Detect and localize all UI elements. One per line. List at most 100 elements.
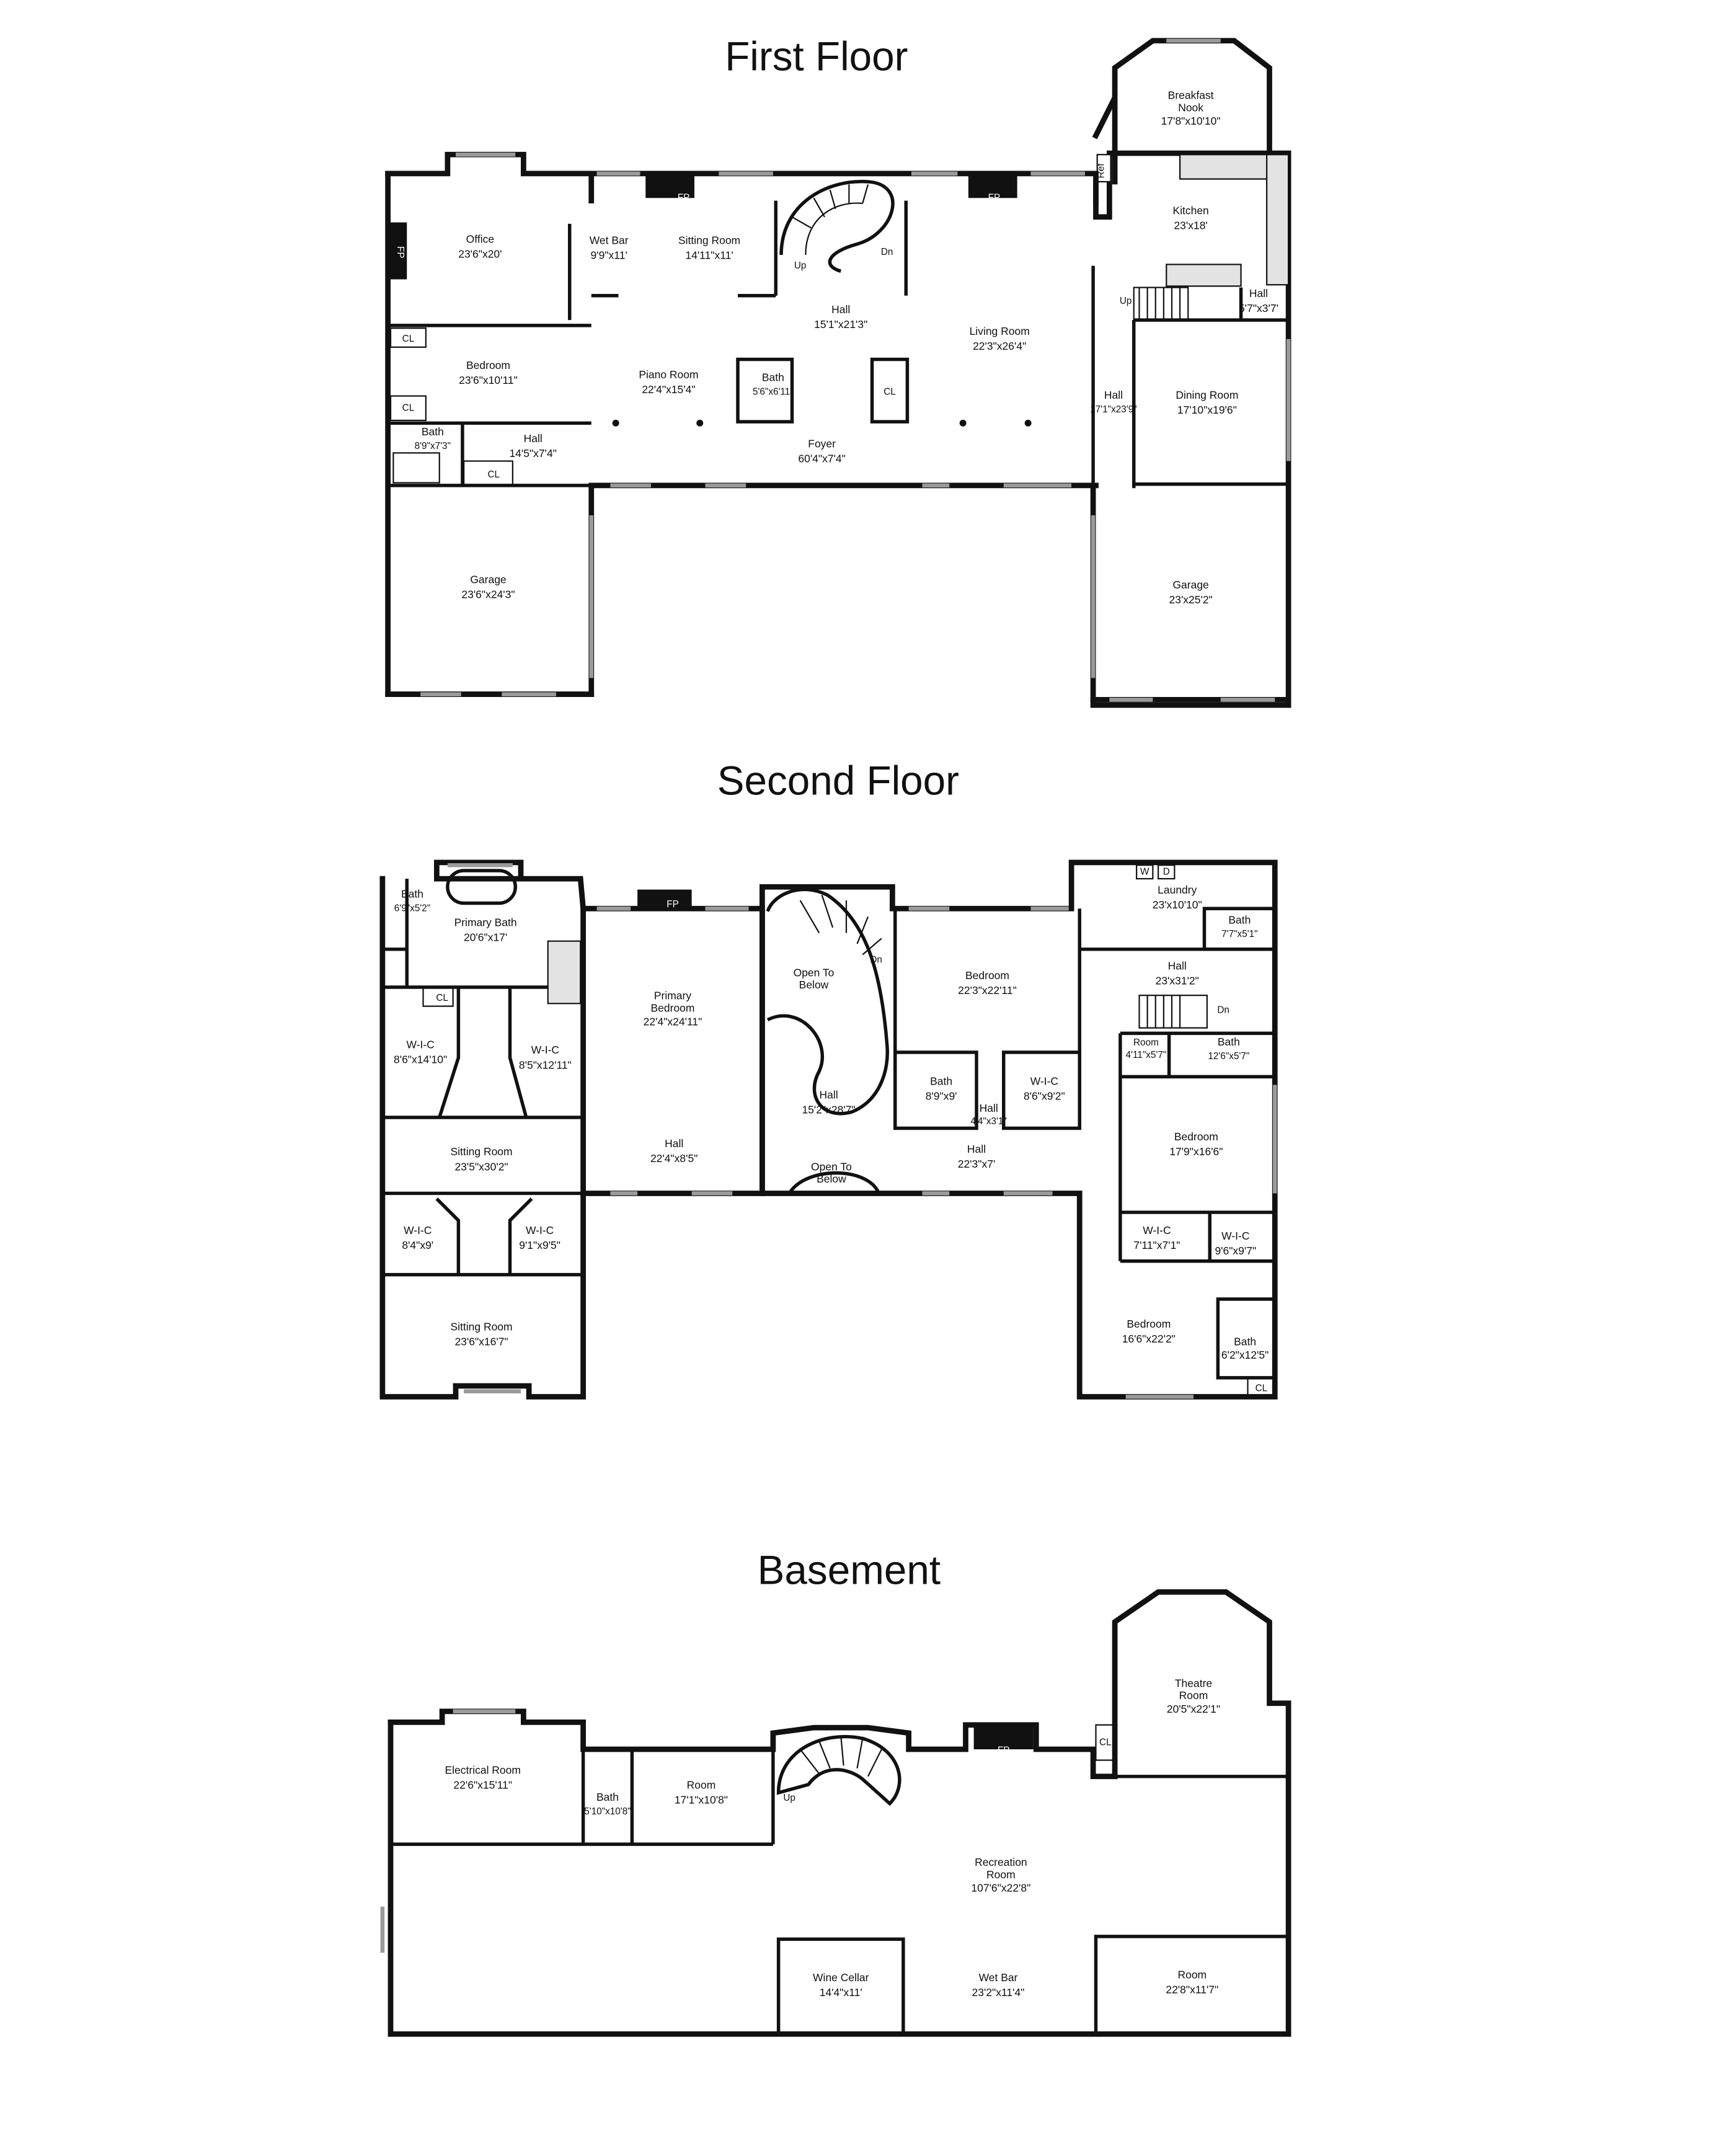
room-dim-bedroom-north: 22'3"x22'11" [958,984,1017,996]
room-dim-bedroom-east: 17'9"x16'6" [1169,1145,1223,1158]
room-name-hall: Hall [831,303,850,316]
room-dim-electrical: 22'6"x15'11" [453,1778,512,1791]
room-name-bedroom: Bedroom [466,359,510,371]
closet-label: CL [436,993,448,1003]
stair-down-label: Dn [881,247,893,257]
room-name-wet-bar: Wet Bar [979,1971,1018,1984]
room-dim-piano-room: 22'4"x15'4" [642,383,695,396]
kitchen-wall [1090,150,1291,708]
room-name-hall-small: Hall [980,1102,998,1114]
room-name-sitting-room: Sitting Room [678,234,740,247]
fp-label: FP [998,1746,1010,1756]
room-dim-bath: 5'10"x10'8" [584,1806,631,1817]
fp-label: FP [395,246,405,259]
room-dim-room-southeast: 22'8"x11'7" [1166,1984,1218,1996]
room-dim-wic: 8'4"x9' [402,1239,433,1251]
room-dim-office: 23'6"x20' [458,248,502,260]
room-dim-hall: 15'1"x21'3" [814,318,867,331]
room-dim-bath-hall: 12'6"x5'7" [1208,1051,1249,1062]
room-name-hall-west: Hall [524,432,542,445]
room-dim-kitchen: 23'x18' [1174,220,1207,232]
closet-label: CL [1256,1383,1268,1394]
room-name-sitting-room: Sitting Room [451,1145,513,1158]
room-name-bath-north: Bath [930,1075,952,1087]
room-dim-bedroom-southeast: 16'6"x22'2" [1122,1333,1176,1345]
stair-up-label: Up [1120,296,1132,306]
room-name-wic: W-I-C [1030,1075,1058,1087]
room-dim-theatre: 20'5"x22'1" [1167,1703,1220,1715]
room-dim-hall-west: 22'4"x8'5" [650,1152,698,1165]
room-name-dining-room: Dining Room [1176,389,1238,401]
primary-bedroom-wall [580,905,765,1196]
room-name-wic: W-I-C [406,1038,434,1050]
room-dim-dining-room: 17'10"x19'6" [1177,404,1237,416]
room-dim-wic: 9'1"x9'5" [519,1239,560,1251]
room-name-primary-bath: Primary Bath [454,916,517,929]
room-name-wic: W-I-C [526,1224,554,1236]
fp-label: FP [678,193,690,203]
first-floor: First Floor [385,34,1291,708]
room-name-bath: Bath [596,1791,619,1803]
fp-label: FP [988,193,1001,203]
room-name-bath-small: Bath [401,888,423,900]
room-name-hall-east: Hall [1104,389,1123,401]
room-dim-room-small: 4'11"x5'7" [1126,1050,1167,1060]
main-top-wall [588,171,1099,206]
room-dim-wic: 8'5"x12'11" [519,1058,572,1071]
closet-label: CL [1099,1737,1112,1748]
room-name-bath-laundry: Bath [1228,913,1251,926]
room-name-bath-piano: Bath [762,371,784,384]
room-name-wic: W-I-C [404,1224,432,1236]
room-dim-wine-cellar: 14'4"x11' [820,1986,862,1999]
room-name-wet-bar: Wet Bar [590,234,629,247]
room-dim-hall-small: 4'4"x3'1" [970,1116,1006,1127]
room-dim-breakfast-nook: 17'8"x10'10" [1161,115,1221,127]
room-name-hall-west: Hall [665,1137,683,1150]
room-dim-room: 17'1"x10'8" [675,1794,728,1806]
room-name-electrical: Electrical Room [445,1764,521,1776]
room-dim-bath-piano: 5'6"x6'11" [753,386,794,397]
room-name-bedroom-north: Bedroom [965,969,1009,982]
room-name-room: Room [687,1778,716,1791]
floor-title: Second Floor [717,758,959,804]
room-dim-foyer: 60'4"x7'4" [798,453,845,465]
upper-secondary-stair [1138,995,1208,1029]
floor-title: First Floor [725,34,908,79]
main-spiral-stair [779,180,895,273]
closet-label: CL [402,403,415,414]
upper-spiral-stair [766,887,889,1116]
room-dim-wic: 7'11"x7'1" [1133,1239,1180,1251]
room-name-foyer: Foyer [808,438,836,450]
room-name-wic: W-I-C [1143,1224,1171,1236]
room-dim-bath-laundry: 7'7"x5'1" [1221,929,1257,939]
room-dim-laundry: 23'x10'10" [1153,899,1202,911]
room-name-hall-east-south: Hall [967,1143,986,1155]
room-dim-wet-bar: 23'2"x11'4" [972,1986,1025,1999]
closet-label: CL [884,386,896,397]
room-dim-hall-east-south: 22'3"x7' [958,1158,996,1170]
kitchen-stairs [1133,286,1189,321]
room-name-wic: W-I-C [531,1044,559,1056]
room-dim-wic: 8'6"x9'2" [1024,1090,1065,1103]
room-name-bath-southeast: Bath [1234,1335,1256,1347]
room-dim-primary-bedroom: 22'4"x24'11" [644,1015,702,1027]
refrigerator-label: Ref [1096,163,1107,179]
room-dim-hall-west: 14'5"x7'4" [509,447,556,459]
dryer-label: D [1163,867,1170,877]
room-dim-hall-kitchen: 5'7"x3'7' [1239,302,1278,314]
closet-label: CL [487,469,500,480]
fp-label: FP [666,899,679,910]
room-name-kitchen: Kitchen [1172,205,1208,217]
room-dim-sitting-room: 14'11"x11' [685,249,733,262]
stair-up-label: Up [783,1793,795,1803]
room-dim-hall-east: 23'x31'2" [1156,975,1199,987]
stair-down-label: Dn [1217,1005,1229,1016]
room-name-hall-kitchen: Hall [1249,287,1268,300]
stair-down-label: Dn [870,955,882,965]
room-dim-bedroom: 23'6"x10'11" [459,374,518,386]
room-name-hall-central: Hall [819,1088,838,1101]
room-dim-wic: 9'6"x9'7" [1215,1245,1256,1257]
